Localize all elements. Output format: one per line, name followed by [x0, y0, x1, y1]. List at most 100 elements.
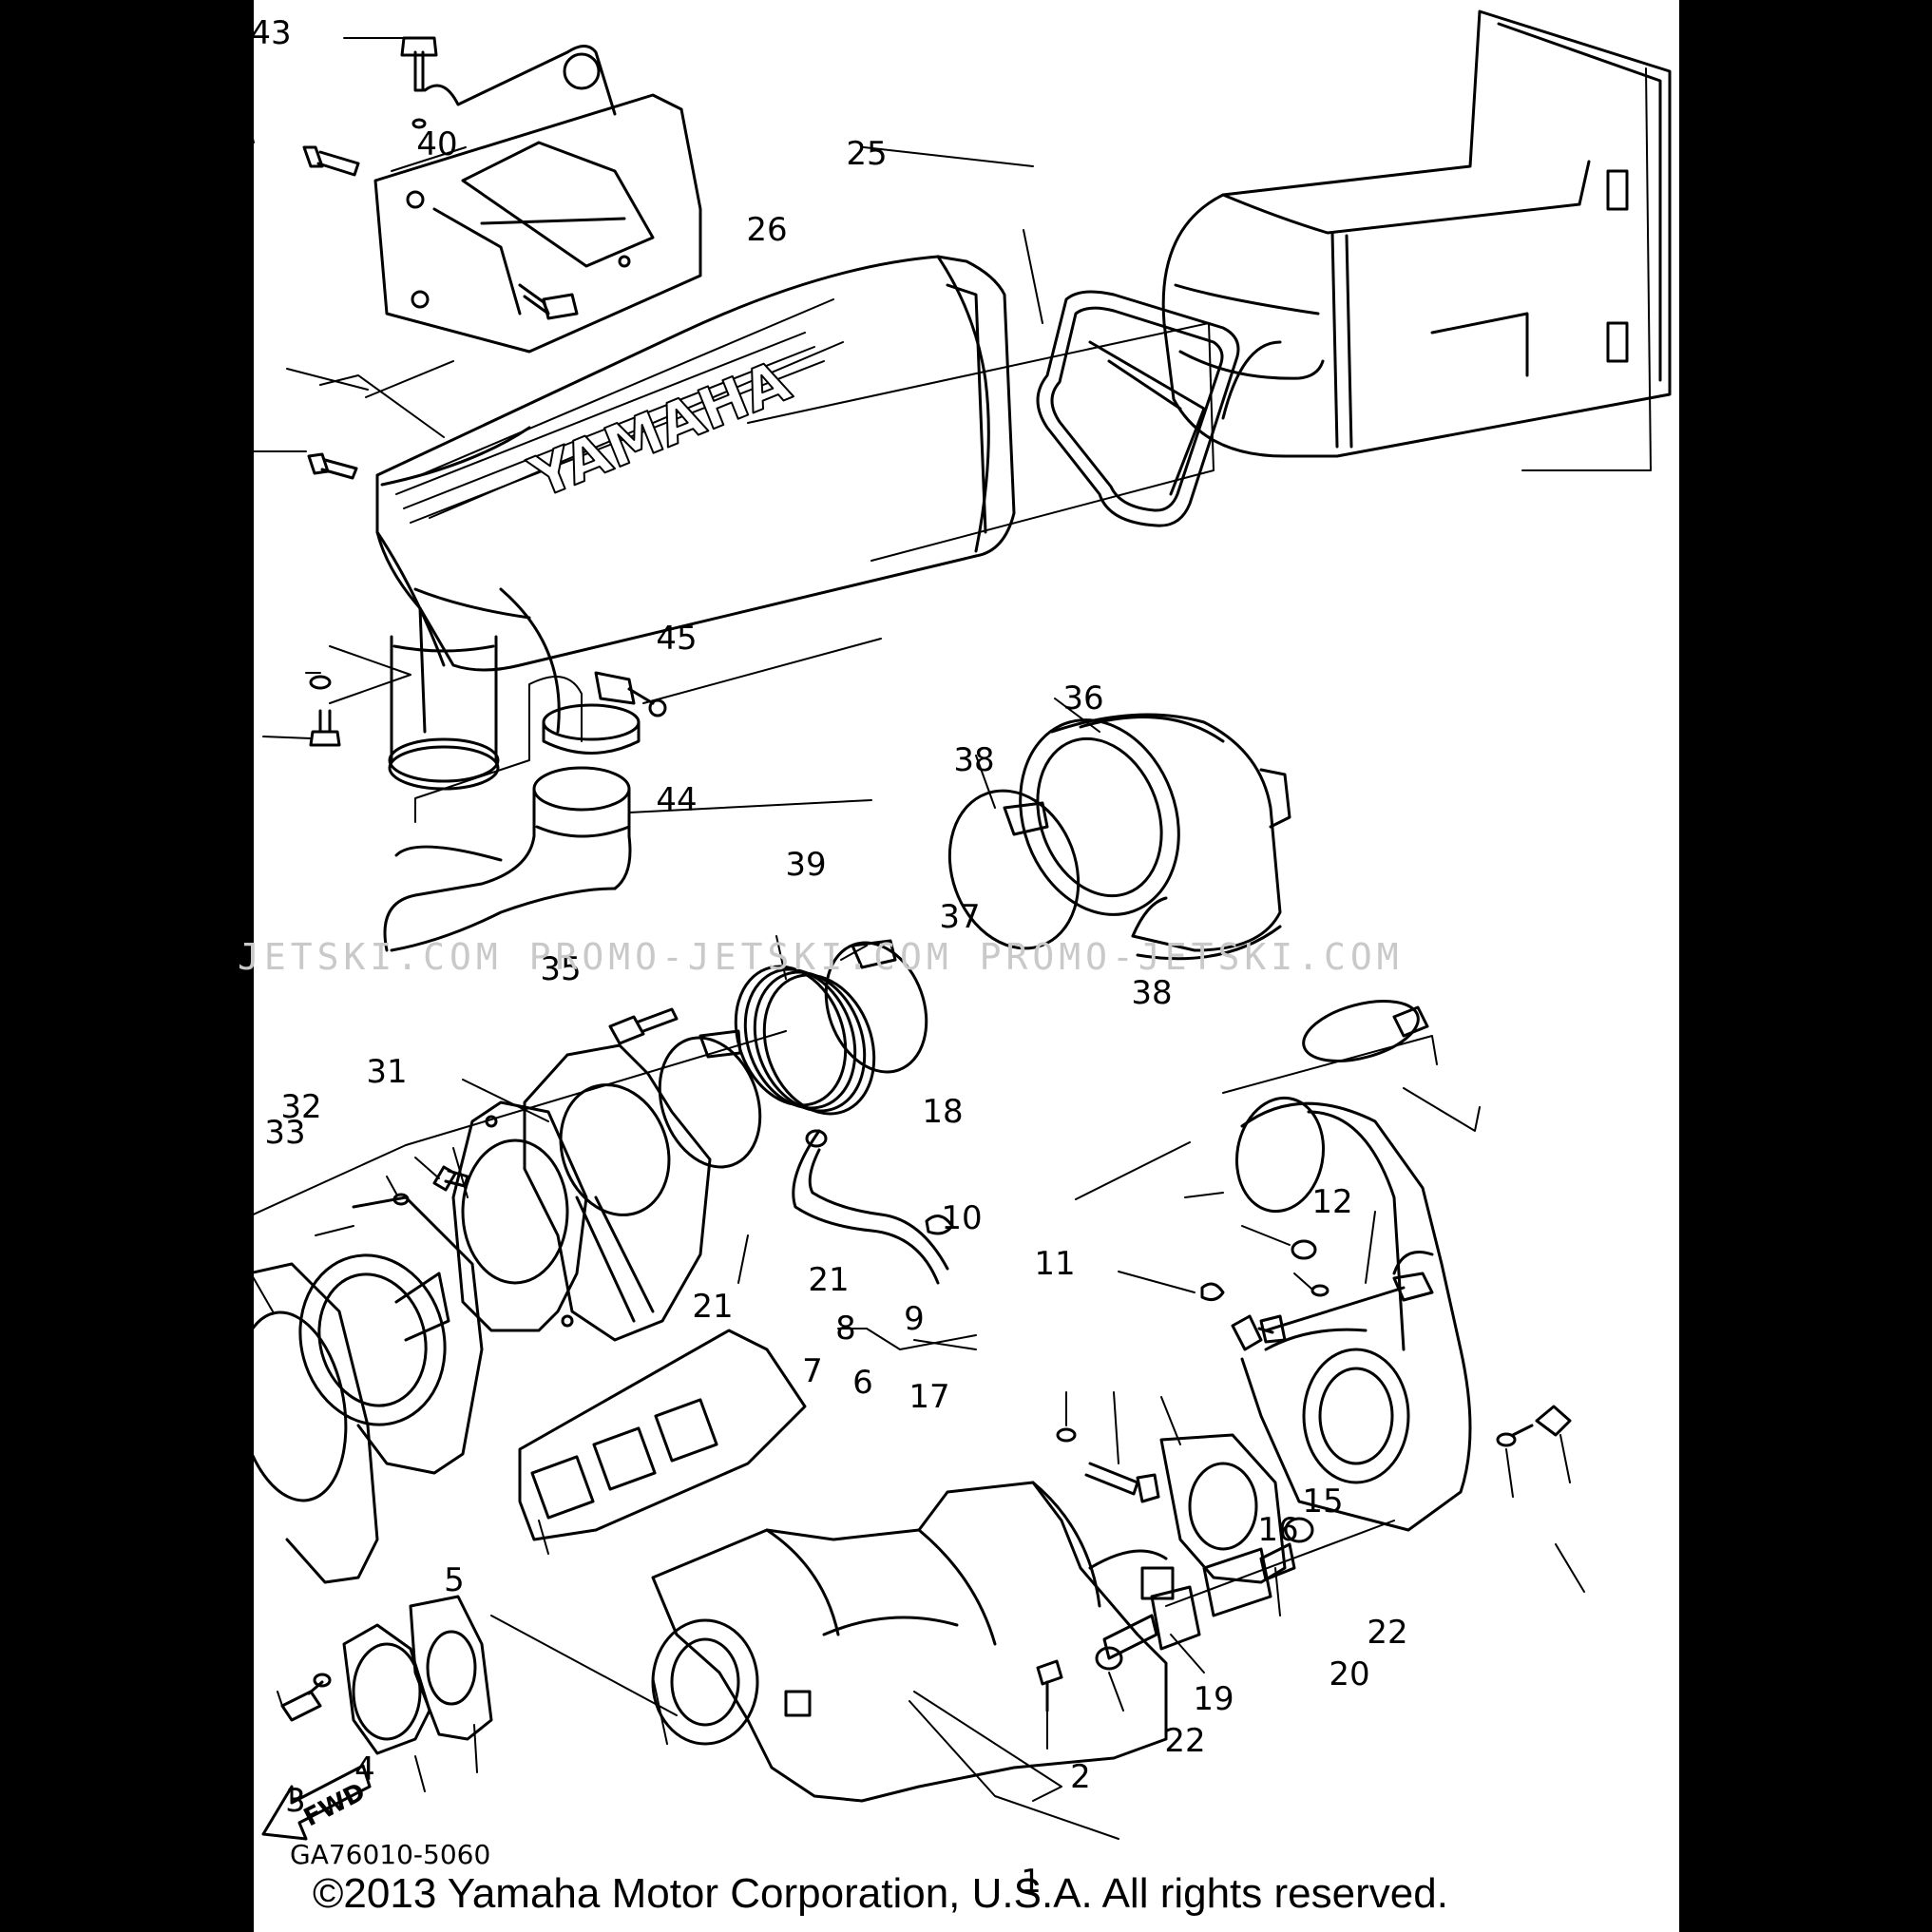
- fwd-arrow-icon: [261, 1764, 372, 1841]
- part-label-6: 6: [852, 1364, 873, 1402]
- elbow-36: [1019, 713, 1291, 961]
- clamp-38-upper: [947, 789, 1081, 950]
- bolt-6: [1084, 1462, 1160, 1503]
- part-label-39: 39: [785, 846, 827, 884]
- part-label-16: 16: [1257, 1511, 1299, 1549]
- washer-16: [1496, 1432, 1517, 1447]
- bracket-40: [373, 45, 702, 354]
- washer-11: [1310, 1284, 1329, 1297]
- part-label-13: 13: [46, 1625, 87, 1663]
- diagram-code: GA76010-5060: [290, 1839, 491, 1870]
- elbow-hose-44: [383, 766, 632, 952]
- part-label-26: 26: [746, 211, 788, 249]
- washer-34: [392, 1193, 410, 1206]
- bolt-13: [280, 1680, 324, 1722]
- gasket-30: [254, 1262, 379, 1584]
- part-label-23: 23: [63, 330, 105, 368]
- part-label-38: 38: [953, 741, 995, 779]
- part-label-34: 34: [181, 1147, 222, 1185]
- washer-14: [313, 1673, 332, 1688]
- washer-28: [309, 675, 332, 690]
- adapter-31: [523, 1043, 712, 1342]
- muffler-box-25: [1161, 10, 1672, 458]
- bolt-43: [400, 36, 438, 129]
- bolt-27: [309, 709, 341, 747]
- part-label-4: 4: [354, 1750, 375, 1789]
- part-label-22: 22: [1367, 1614, 1408, 1652]
- part-label-11: 11: [1034, 1245, 1076, 1283]
- bolt-15: [1511, 1405, 1572, 1437]
- part-label-44: 44: [656, 781, 698, 819]
- exhaust-elbow-2: [1234, 1096, 1472, 1532]
- part-label-18: 18: [922, 1093, 964, 1131]
- part-label-10: 10: [941, 1199, 983, 1237]
- part-label-20: 20: [1329, 1655, 1370, 1693]
- expansion-chamber-23: [375, 255, 1016, 734]
- gasket-17: [1159, 1433, 1287, 1584]
- washer-7: [1056, 1427, 1077, 1443]
- part-label-38: 38: [1131, 974, 1173, 1012]
- part-label-45: 45: [656, 620, 698, 658]
- clip-21-right: [1200, 1282, 1225, 1302]
- part-label-36: 36: [1062, 679, 1104, 717]
- gasket-4: [409, 1595, 493, 1741]
- exhaust-manifold-1: [651, 1481, 1175, 1803]
- copyright-notice: ©2013 Yamaha Motor Corporation, U.S.A. A…: [313, 1870, 1448, 1917]
- part-label-8: 8: [835, 1310, 856, 1348]
- part-label-33: 33: [264, 1114, 306, 1152]
- hose-18: [792, 1129, 949, 1285]
- clamp-39-lower: [658, 1029, 762, 1169]
- bolt-42: [302, 145, 360, 177]
- part-label-42: 42: [74, 55, 116, 93]
- part-label-5: 5: [444, 1561, 465, 1599]
- gasket-32: [451, 1100, 588, 1332]
- bolt-2: [1036, 1659, 1063, 1712]
- part-label-9: 9: [904, 1300, 925, 1338]
- clamp-22-left: [1095, 1646, 1123, 1671]
- part-label-22: 22: [1164, 1722, 1206, 1760]
- part-label-17: 17: [909, 1378, 950, 1416]
- part-label-14: 14: [112, 1597, 154, 1635]
- gasket-5: [518, 1329, 807, 1541]
- plug-10: [1291, 1239, 1317, 1260]
- part-label-35: 35: [540, 950, 582, 988]
- part-label-7: 7: [802, 1352, 823, 1390]
- part-label-3: 3: [285, 1782, 306, 1820]
- fitting-9: [1231, 1314, 1274, 1351]
- part-label-24: 24: [93, 399, 135, 437]
- part-label-37: 37: [939, 898, 981, 936]
- part-label-40: 40: [416, 125, 458, 163]
- bolt-24: [307, 452, 358, 480]
- part-label-31: 31: [366, 1053, 408, 1091]
- clamp-38-lower: [1302, 1000, 1429, 1062]
- clamp-39: [824, 939, 928, 1074]
- clip-21-left: [925, 1215, 954, 1235]
- gasket-26: [1036, 290, 1240, 527]
- chamber-outlet: [388, 635, 500, 791]
- part-label-41: 41: [196, 375, 238, 413]
- cover-3: [342, 1623, 431, 1755]
- yamaha-embossed-logo: [395, 298, 844, 524]
- clamp-45: [542, 671, 667, 755]
- part-label-27: 27: [36, 717, 78, 756]
- long-bolt-12: [1259, 1272, 1434, 1344]
- part-label-30: 30: [46, 1202, 87, 1240]
- bolt-33: [432, 1165, 469, 1192]
- part-label-21: 21: [692, 1288, 734, 1326]
- hose-19: [1102, 1585, 1201, 1660]
- bolt-41: [518, 283, 579, 320]
- hose-20: [1202, 1542, 1296, 1617]
- part-label-29: 29: [128, 1169, 170, 1207]
- leader-lines: [254, 37, 1585, 1792]
- part-label-12: 12: [1311, 1183, 1353, 1221]
- part-label-1: 1: [1021, 1863, 1042, 1901]
- part-label-32: 32: [280, 1088, 322, 1126]
- part-label-2: 2: [1070, 1758, 1091, 1796]
- part-label-15: 15: [1302, 1482, 1344, 1521]
- part-label-28: 28: [36, 654, 78, 692]
- adapter-29: [298, 1196, 484, 1475]
- part-label-43: 43: [250, 14, 292, 52]
- part-label-21: 21: [808, 1261, 850, 1299]
